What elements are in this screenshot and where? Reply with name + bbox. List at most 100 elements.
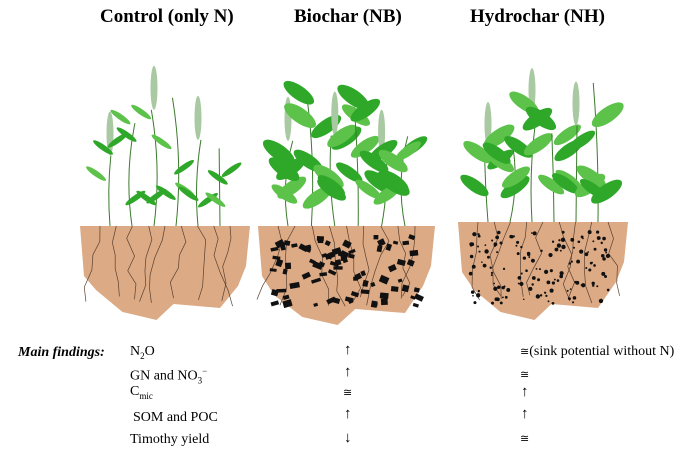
hydrochar-particle	[596, 285, 599, 288]
hydrochar-gn-symbol: ≅	[520, 369, 530, 381]
biochar-particle	[376, 245, 383, 253]
hydrochar-particle	[558, 239, 561, 242]
hydrochar-particle	[525, 269, 528, 273]
hydrochar-particle	[499, 301, 503, 305]
hydrochar-particle	[582, 237, 584, 240]
leaf	[155, 185, 176, 200]
hydrochar-particle	[572, 301, 575, 304]
hydrochar-particle	[592, 240, 595, 243]
hydrochar-particle	[540, 249, 543, 253]
leaf	[268, 157, 300, 182]
biochar-particle	[318, 261, 326, 268]
hydrochar-particle	[470, 245, 472, 247]
hydrochar-particle	[589, 261, 593, 265]
hydrochar-particle	[530, 258, 535, 263]
hydrochar-particle	[502, 296, 504, 299]
leaf	[579, 179, 606, 199]
hydrochar-particle	[603, 248, 608, 252]
leaf	[277, 176, 307, 199]
hydrochar-particle	[587, 230, 592, 235]
biochar-particle	[378, 274, 390, 285]
biochar-particle	[408, 234, 416, 241]
hydrochar-particle	[477, 233, 480, 236]
leaf	[110, 109, 131, 125]
hydrochar-particle	[553, 278, 556, 281]
biochar-particle	[329, 260, 340, 268]
biochar-particle	[342, 239, 352, 249]
leaf	[283, 80, 315, 105]
plant-stem	[150, 109, 158, 227]
biochar-particle	[269, 268, 277, 272]
leaf	[151, 134, 172, 150]
leaf	[482, 142, 511, 164]
soil-block	[80, 226, 250, 320]
hydrochar-particle	[477, 289, 481, 293]
seed-head	[378, 109, 386, 154]
leaf	[568, 130, 596, 151]
title-biochar: Biochar (NB)	[294, 6, 402, 27]
biochar-particle	[410, 295, 416, 300]
hydrochar-particle	[561, 230, 565, 234]
hydrochar-particle	[484, 249, 489, 254]
hydrochar-particle	[528, 256, 531, 258]
hydrochar-som-arrow: ↑	[521, 406, 529, 422]
hydrochar-particle	[585, 267, 588, 270]
hydrochar-particle	[509, 234, 513, 239]
biochar-particle	[311, 277, 322, 284]
plant-stem	[284, 140, 294, 227]
hydrochar-particle	[468, 271, 473, 276]
finding-label-cmic: Cmic	[130, 384, 153, 401]
root	[558, 221, 573, 302]
leaf	[460, 174, 489, 197]
root	[329, 225, 346, 307]
biochar-particle	[282, 268, 288, 275]
biochar-particle	[362, 279, 369, 287]
biochar-particle	[284, 262, 292, 270]
leaf	[221, 162, 242, 177]
hydrochar-particle	[491, 239, 494, 242]
leaf	[284, 103, 316, 128]
plant-stem	[575, 125, 578, 223]
hydrochar-particle	[517, 275, 522, 280]
hydrochar-cmic-arrow: ↑	[521, 384, 529, 400]
biochar-particle	[414, 293, 424, 302]
biochar-gn-arrow: ↑	[344, 364, 352, 380]
hydrochar-particle	[575, 280, 580, 285]
leaf	[336, 162, 363, 183]
hydrochar-particle	[606, 288, 610, 292]
root	[139, 225, 153, 302]
hydrochar-particle	[570, 260, 573, 263]
panel-control	[80, 65, 250, 320]
biochar-particle	[406, 258, 415, 267]
hydrochar-particle	[588, 268, 592, 272]
hydrochar-particle	[522, 298, 525, 301]
hydrochar-particle	[517, 282, 520, 285]
hydrochar-particle	[605, 251, 608, 254]
plant-stem	[108, 155, 112, 227]
hydrochar-particle	[602, 236, 606, 241]
biochar-particle	[302, 246, 312, 253]
biochar-particle	[377, 238, 386, 247]
hydrochar-particle	[547, 300, 550, 303]
hydrochar-particle	[567, 297, 571, 301]
hydrochar-particle	[556, 279, 560, 282]
hydrochar-particle	[481, 261, 483, 263]
biochar-particle	[413, 287, 420, 293]
biochar-particle	[347, 253, 355, 259]
hydrochar-particle	[593, 247, 597, 251]
hydrochar-particle	[476, 293, 481, 298]
biochar-particle	[291, 243, 298, 248]
leaf	[500, 175, 530, 199]
leaf	[350, 98, 381, 122]
leaf	[576, 165, 606, 189]
hydrochar-particle	[554, 247, 559, 252]
hydrochar-particle	[576, 259, 581, 264]
root	[346, 225, 362, 303]
seed-head	[572, 81, 580, 126]
biochar-particle	[312, 261, 324, 270]
root	[149, 225, 166, 303]
leaf	[205, 192, 226, 207]
hydrochar-particle	[526, 252, 531, 257]
hydrochar-particle	[561, 244, 566, 250]
hydrochar-particle	[496, 251, 499, 254]
